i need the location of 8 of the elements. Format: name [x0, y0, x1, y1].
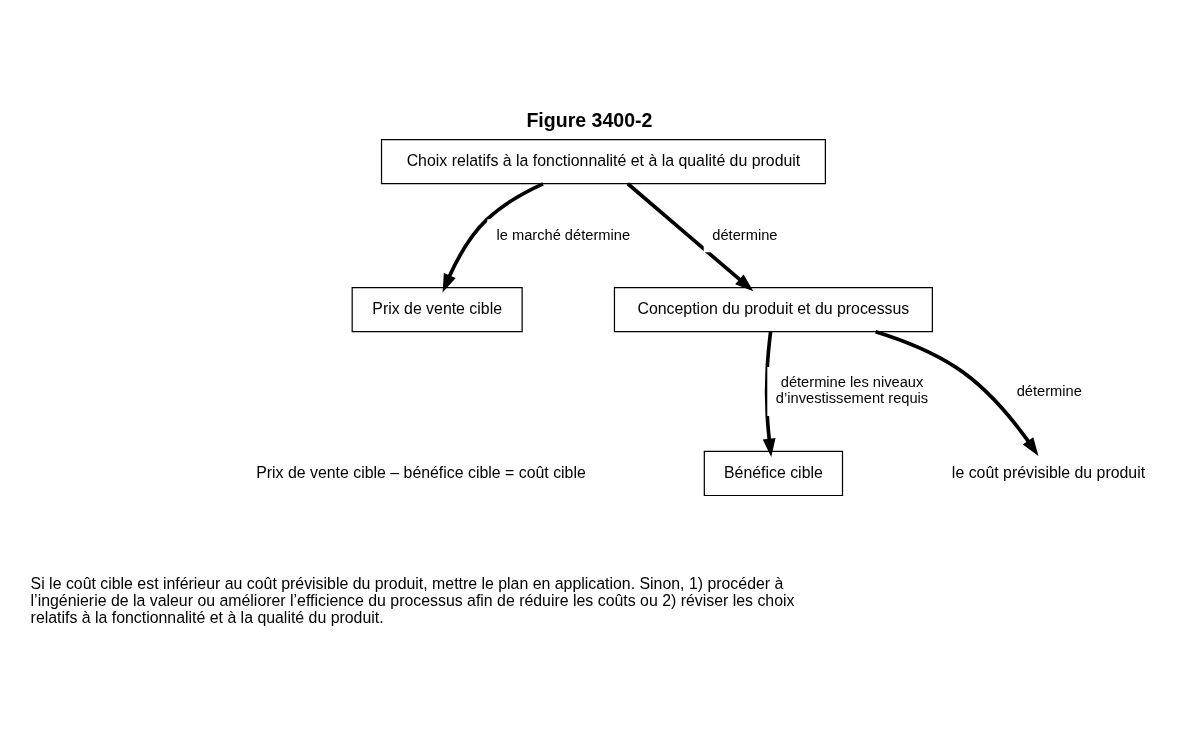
label: Prix de vente cible – bénéfice cible = coût cible	[256, 463, 586, 481]
edge-label: le marché détermine	[496, 227, 631, 244]
edge-label: détermine les niveaux d’investissement requis	[775, 374, 929, 407]
label: Si le coût cible est inférieur au coût prévisible du produit, mettre le plan en application. Sinon, 1) procéder à l’ingénierie de la valeur ou améliorer l’efficience du processus afin de réduire les coûts ou 2) réviser les choix relatifs à la fonctionnalité et à la qualité du produit.	[30, 574, 795, 627]
edge-label: détermine	[1016, 382, 1082, 399]
edge-label: détermine	[712, 227, 778, 244]
diagram-title: Figure 3400-2	[526, 109, 653, 132]
node-text: le coût prévisible du produit	[951, 463, 1146, 481]
